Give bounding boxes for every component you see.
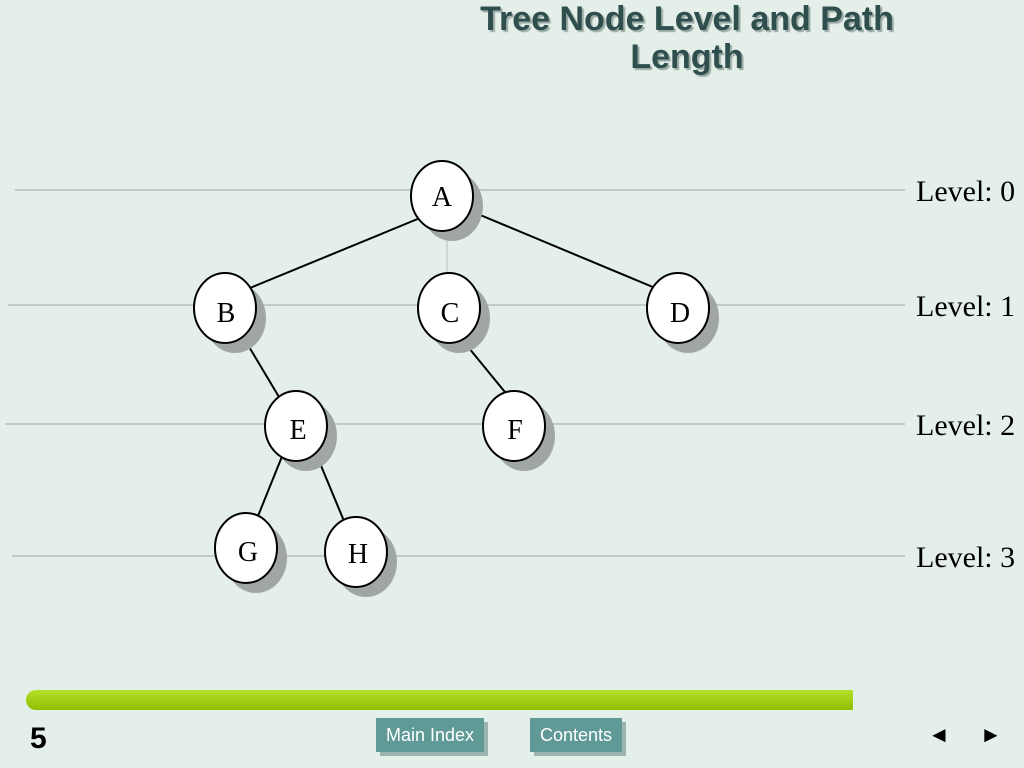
edge-a-d	[472, 211, 661, 291]
prev-arrow-icon[interactable]: ◄	[928, 722, 950, 747]
node-label-e: E	[289, 415, 306, 446]
title-line-1: Tree Node Level and Path	[480, 0, 894, 38]
tree-node-a: A	[410, 160, 483, 241]
node-label-h: H	[348, 539, 368, 570]
edge-e-h	[316, 455, 345, 522]
node-label-g: G	[238, 537, 258, 568]
slide-number: 5	[30, 722, 47, 755]
tree-node-f: F	[482, 390, 555, 471]
node-label-b: B	[217, 298, 236, 329]
tree-node-e: E	[264, 390, 337, 471]
title-line-2: Length	[630, 38, 744, 76]
level-label-2: Level: 2	[916, 409, 1015, 442]
tree-node-g: G	[214, 512, 287, 593]
contents-button[interactable]: Contents	[530, 718, 623, 752]
node-label-d: D	[670, 298, 690, 329]
edge-c-f	[463, 341, 510, 398]
edge-b-e	[244, 339, 280, 398]
level-label-0: Level: 0	[916, 175, 1015, 208]
next-arrow-icon[interactable]: ►	[980, 722, 1002, 747]
level-label-3: Level: 3	[916, 541, 1015, 574]
tree-node-c: C	[417, 272, 490, 353]
node-label-f: F	[507, 415, 523, 446]
slide-title: Tree Node Level and Path Length	[430, 0, 944, 76]
main-index-button[interactable]: Main Index	[376, 718, 485, 752]
edge-a-b	[249, 217, 421, 289]
tree-node-d: D	[646, 272, 719, 353]
level-label-1: Level: 1	[916, 290, 1015, 323]
edge-e-g	[257, 453, 284, 517]
node-label-c: C	[441, 298, 460, 329]
node-label-a: A	[432, 182, 453, 213]
tree-node-h: H	[324, 516, 397, 597]
tree-node-b: B	[193, 272, 266, 353]
footer-accent-bar	[26, 690, 853, 710]
